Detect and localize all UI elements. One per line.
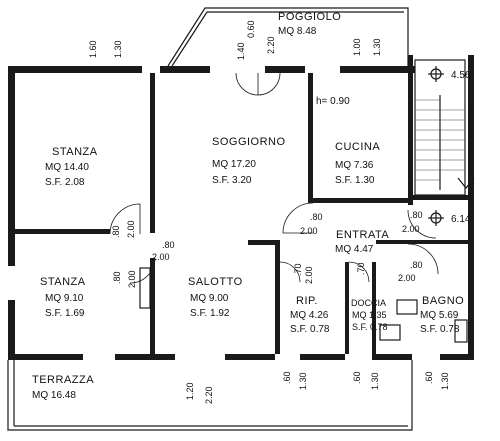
dim-label: .80 [410, 210, 423, 220]
rip-name: RIP. [296, 295, 318, 307]
dim-label: .60 [352, 371, 362, 384]
entrata-area: MQ 4.47 [335, 244, 374, 255]
dim-label: 2.00 [398, 273, 416, 283]
dim-label: 1.30 [370, 372, 380, 390]
dim-label: 1.30 [372, 38, 382, 56]
level-label-mid: 6.14 [451, 214, 471, 225]
dim-label: 1.30 [113, 40, 123, 58]
bagno-sf: S.F. 0.78 [420, 324, 460, 335]
dim-label: .80 [162, 240, 175, 250]
walls [8, 55, 474, 360]
dim-label: .80 [310, 212, 323, 222]
dim-label: 2.20 [266, 36, 276, 54]
terrazza-area: MQ 16.48 [32, 390, 76, 401]
level-marker-mid [428, 210, 444, 226]
stanza-large-area: MQ 14.40 [45, 162, 89, 173]
poggiolo-area: MQ 8.48 [278, 26, 317, 37]
salotto-area: MQ 9.00 [190, 293, 229, 304]
bagno-area: MQ 5.69 [420, 310, 459, 321]
poggiolo-name: POGGIOLO [278, 11, 341, 23]
dim-label: 2.00 [300, 226, 318, 236]
rip-sf: S.F. 0.78 [290, 324, 330, 335]
level-label-top: 4.56 [451, 70, 471, 81]
entrata-name: ENTRATA [336, 229, 389, 241]
dim-label: 2.00 [402, 224, 420, 234]
dim-label: 1.00 [352, 38, 362, 56]
dimension-labels: 1.60 1.30 1.40 0.60 2.20 1.00 1.30 .80 2… [88, 20, 450, 404]
staircase [414, 59, 475, 196]
dim-label: 2.00 [127, 270, 137, 288]
level-marker-top [428, 66, 444, 82]
poggiolo-balcony [167, 7, 409, 67]
doccia-area: MQ 1.35 [352, 310, 387, 320]
cucina-name: CUCINA [335, 141, 380, 153]
dim-label: 1.40 [236, 42, 246, 60]
soggiorno-area: MQ 17.20 [212, 159, 256, 170]
bagno-name: BAGNO [422, 295, 464, 307]
rip-area: MQ 4.26 [290, 310, 329, 321]
dim-label: .80 [410, 260, 423, 270]
dim-label: 0.60 [246, 20, 256, 38]
cucina-sf: S.F. 1.30 [335, 175, 375, 186]
fixtures [139, 267, 468, 343]
dim-label: .70 [293, 263, 303, 276]
doccia-sf: S.F. 0.78 [352, 322, 388, 332]
stanza-small-name: STANZA [40, 276, 86, 288]
soggiorno-sf: S.F. 3.20 [212, 175, 252, 186]
dim-label: 1.60 [88, 40, 98, 58]
stanza-small-area: MQ 9.10 [45, 293, 84, 304]
soggiorno-name: SOGGIORNO [212, 136, 286, 148]
dim-label: 2.00 [152, 252, 170, 262]
dim-label: 1.30 [440, 372, 450, 390]
dim-label: .70 [356, 262, 366, 275]
dim-label: 2.00 [126, 220, 136, 238]
salotto-name: SALOTTO [188, 276, 243, 288]
stanza-small-sf: S.F. 1.69 [45, 308, 85, 319]
dim-label: .60 [282, 371, 292, 384]
dim-label: .80 [112, 271, 122, 284]
salotto-sf: S.F. 1.92 [190, 308, 230, 319]
dim-label: .60 [424, 371, 434, 384]
ceiling-height-label: h= 0.90 [316, 96, 350, 107]
terrazza-area [7, 360, 413, 431]
dim-label: 1.30 [298, 372, 308, 390]
doors [109, 72, 439, 284]
stanza-large-name: STANZA [52, 146, 98, 158]
terrazza-name: TERRAZZA [32, 374, 94, 386]
doccia-name: DOCCIA [351, 298, 386, 308]
dim-label: 1.20 [185, 382, 195, 400]
cucina-area: MQ 7.36 [335, 160, 374, 171]
dim-label: 2.00 [304, 266, 314, 284]
dim-label: .80 [111, 225, 121, 238]
dim-label: 2.20 [204, 386, 214, 404]
stanza-large-sf: S.F. 2.08 [45, 177, 85, 188]
